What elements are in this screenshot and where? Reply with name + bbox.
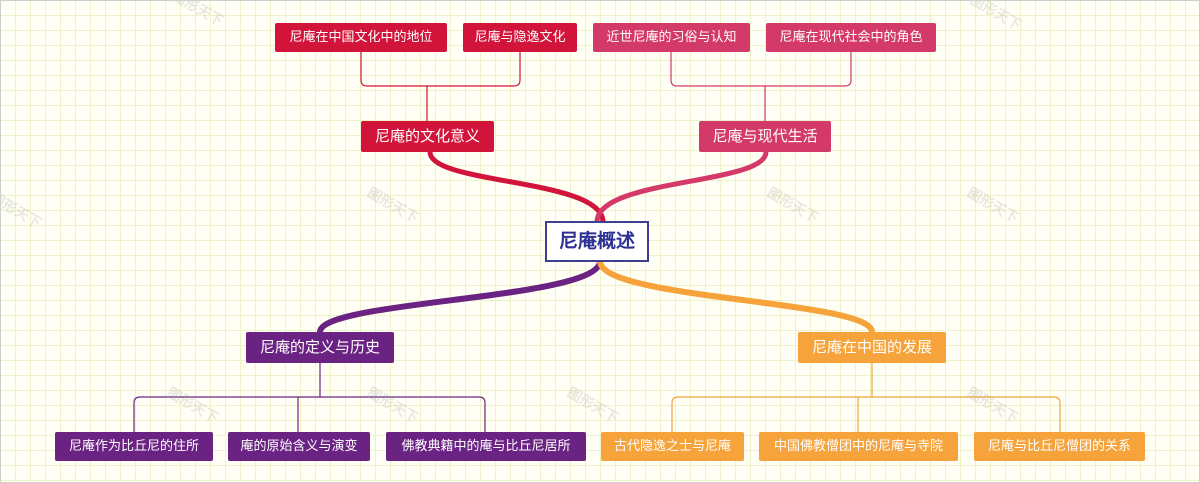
branch-node-definition[interactable]: 尼庵的定义与历史 (246, 332, 394, 363)
connector-root-modern (594, 151, 769, 223)
leaf-node-modern-1[interactable]: 近世尼庵的习俗与认知 (593, 23, 750, 52)
branch-node-china[interactable]: 尼庵在中国的发展 (798, 332, 946, 363)
leaf-node-culture-2[interactable]: 尼庵与隐逸文化 (463, 23, 577, 52)
leaf-node-definition-3[interactable]: 佛教典籍中的庵与比丘尼居所 (386, 432, 586, 461)
leaf-node-definition-2[interactable]: 庵的原始含义与演变 (228, 432, 370, 461)
leaf-node-definition-1[interactable]: 尼庵作为比丘尼的住所 (55, 432, 213, 461)
connector-root-culture (427, 151, 606, 223)
connector-modern-children (670, 52, 852, 121)
connector-culture-children (360, 52, 521, 121)
leaf-node-modern-2[interactable]: 尼庵在现代社会中的角色 (766, 23, 936, 52)
leaf-node-china-1[interactable]: 古代隐逸之士与尼庵 (601, 432, 744, 461)
branch-node-culture[interactable]: 尼庵的文化意义 (361, 121, 494, 152)
leaf-node-china-2[interactable]: 中国佛教僧团中的尼庵与寺院 (759, 432, 958, 461)
connector-definition-children (133, 362, 486, 432)
leaf-node-culture-1[interactable]: 尼庵在中国文化中的地位 (275, 23, 447, 52)
leaf-node-china-3[interactable]: 尼庵与比丘尼僧团的关系 (974, 432, 1145, 461)
branch-node-modern[interactable]: 尼庵与现代生活 (699, 121, 831, 152)
connector-root-china (597, 260, 875, 334)
connector-root-definition (317, 260, 603, 334)
root-node[interactable]: 尼庵概述 (545, 221, 649, 262)
connector-china-children (671, 362, 1061, 432)
